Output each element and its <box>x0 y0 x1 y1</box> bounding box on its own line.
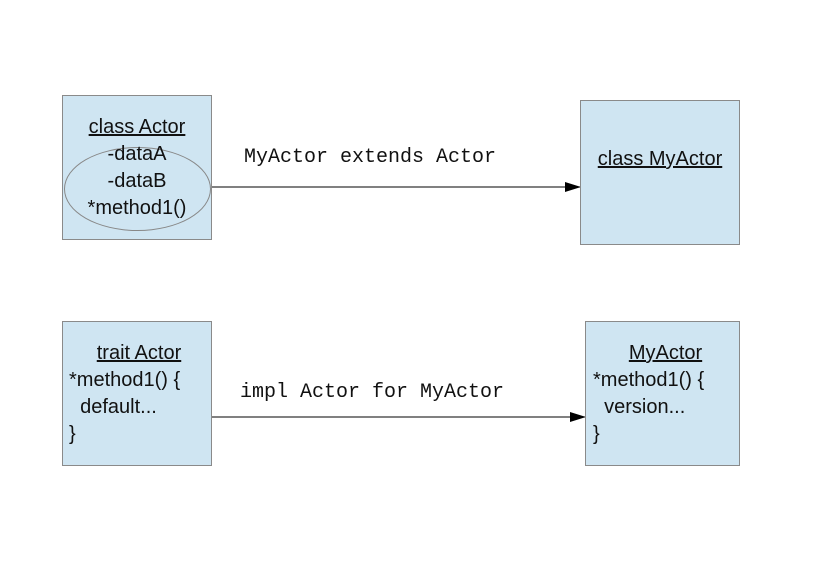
class-myactor-title: class MyActor <box>597 148 723 170</box>
trait-actor-line: default... <box>69 396 157 418</box>
trait-actor-line: *method1() { <box>69 369 181 391</box>
class-actor-member: *method1() <box>87 197 187 219</box>
class-actor-member: -dataA <box>107 143 167 165</box>
members-ellipse <box>64 147 211 231</box>
trait-actor-box: trait Actor *method1() { default... } <box>62 321 212 466</box>
class-actor-box: class Actor -dataA -dataB *method1() <box>62 95 212 240</box>
impl-label: impl Actor for MyActor <box>240 381 505 404</box>
extends-label: MyActor extends Actor <box>244 146 497 169</box>
trait-actor-title: trait Actor <box>96 342 182 364</box>
myactor-impl-line: *method1() { <box>593 369 705 391</box>
myactor-impl-line: } <box>593 423 600 445</box>
myactor-impl-title: MyActor <box>628 342 703 364</box>
class-actor-title: class Actor <box>88 116 186 138</box>
class-actor-member: -dataB <box>107 170 167 192</box>
myactor-impl-line: version... <box>593 396 686 418</box>
trait-actor-line: } <box>69 423 76 445</box>
class-myactor-box: class MyActor <box>580 100 740 245</box>
myactor-impl-box: MyActor *method1() { version... } <box>585 321 740 466</box>
